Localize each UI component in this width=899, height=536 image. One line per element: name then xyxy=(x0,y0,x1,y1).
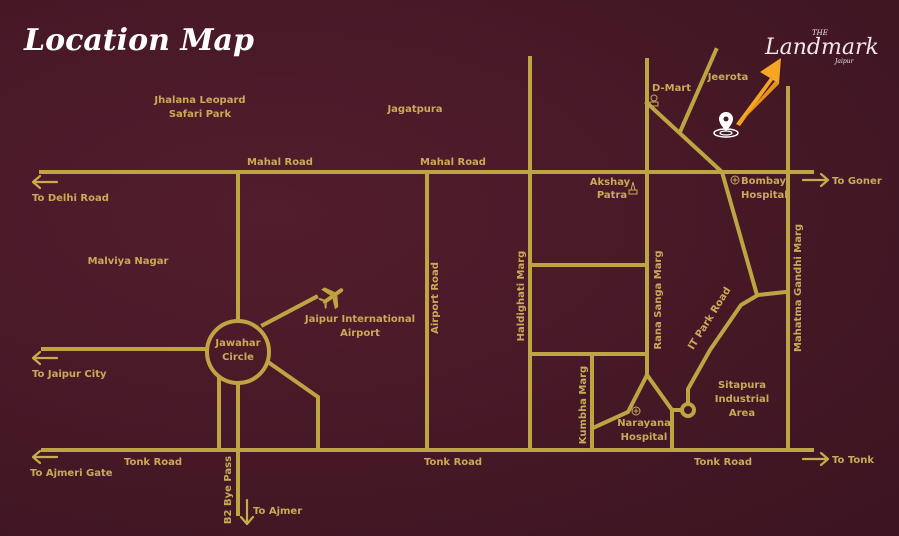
arrow-down-icon xyxy=(239,498,255,526)
roundabout xyxy=(680,402,696,418)
arrow-left-icon xyxy=(31,350,59,366)
road-label: Mahatma Gandhi Marg xyxy=(793,224,804,352)
hospital-icon xyxy=(730,175,740,185)
logo-city: Jaipur xyxy=(833,58,855,65)
landmark-logo: THE Landmark Jaipur xyxy=(764,29,879,65)
jeerota-road xyxy=(677,47,719,135)
road-label: Kumbha Marg xyxy=(578,366,589,444)
road-label: Tonk Road xyxy=(694,457,752,468)
road-label: Mahal Road xyxy=(247,157,313,168)
landmark-label: D-Mart xyxy=(652,83,691,94)
direction-label: To Jaipur City xyxy=(32,369,107,380)
road-label: Haldighati Marg xyxy=(516,251,527,342)
direction-label: To Ajmeri Gate xyxy=(30,468,113,479)
landmark-label: Patra xyxy=(597,190,627,201)
logo-the: THE xyxy=(812,29,828,37)
landmark-label: Circle xyxy=(222,352,254,363)
dmart-icon xyxy=(649,94,659,107)
map-title: Location Map xyxy=(23,23,254,58)
arrow-left-icon xyxy=(31,174,59,190)
area-label: Jagatpura xyxy=(386,104,442,115)
area-label: Safari Park xyxy=(169,109,232,120)
landmark-label: Hospital xyxy=(741,190,788,201)
landmark-label: Jaipur International xyxy=(304,314,415,325)
road-label: Airport Road xyxy=(430,262,441,334)
road-label: IT Park Road xyxy=(686,285,733,351)
landmark-label: Bombay xyxy=(741,176,787,187)
arrow-left-icon xyxy=(31,449,59,465)
project-pointer-arrow xyxy=(736,58,781,126)
road-label: B2 Bye Pass xyxy=(223,456,234,524)
landmark-label: Jawahar xyxy=(214,338,260,349)
road-label: Tonk Road xyxy=(424,457,482,468)
narayana-road xyxy=(590,371,674,452)
area-label: Jeerota xyxy=(707,72,749,83)
road-label: Mahal Road xyxy=(420,157,486,168)
airport-link-road xyxy=(260,294,319,328)
jawahar-circle xyxy=(205,319,271,385)
direction-label: To Goner xyxy=(832,176,882,187)
airplane-icon xyxy=(318,287,344,310)
road-label: Rana Sanga Marg xyxy=(653,250,664,349)
area-label: Area xyxy=(729,408,755,419)
landmark-label: Hospital xyxy=(621,432,668,443)
connector-road xyxy=(265,359,320,452)
landmark-label: Akshay xyxy=(590,177,631,188)
landmark-label: Airport xyxy=(340,328,380,339)
roads xyxy=(39,47,814,516)
landmark-label: Narayana xyxy=(617,418,671,429)
direction-arrows xyxy=(31,172,830,526)
jeerota-diagonal-road xyxy=(644,100,760,298)
area-label: Jhalana Leopard xyxy=(153,95,245,106)
area-label: Sitapura xyxy=(718,380,766,391)
direction-label: To Delhi Road xyxy=(32,193,109,204)
arrow-right-icon xyxy=(801,451,830,467)
logo-name: Landmark xyxy=(764,35,879,60)
direction-label: To Ajmer xyxy=(253,506,302,517)
hospital-icon xyxy=(631,406,641,416)
direction-label: To Tonk xyxy=(832,455,874,466)
arrow-right-icon xyxy=(801,172,830,188)
location-pin-icon xyxy=(713,112,739,138)
road-label: Tonk Road xyxy=(124,457,182,468)
it-park-road xyxy=(686,289,789,405)
temple-icon xyxy=(628,181,638,195)
area-label: Malviya Nagar xyxy=(88,256,169,267)
area-label: Industrial xyxy=(715,394,769,405)
